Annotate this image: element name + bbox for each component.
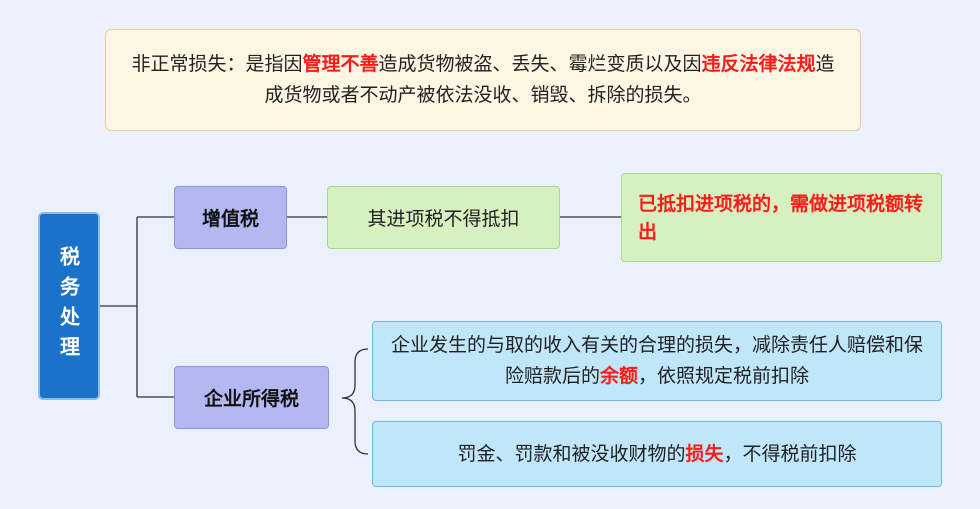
vat-node: 增值税 [174, 186, 287, 249]
cit-item-nondeductible: 罚金、罚款和被没收财物的损失，不得税前扣除 [372, 421, 942, 487]
definition-text: 非正常损失：是指因管理不善造成货物被盗、丢失、霉烂变质以及因违反法律法规造成货物… [124, 49, 842, 111]
root-node-tax-treatment: 税务处理 [38, 212, 100, 400]
cit-item1-post: ，依照规定税前扣除 [638, 365, 810, 387]
definition-text-part1: 非正常损失：是指因 [131, 53, 303, 75]
cit-item2-post: ，不得税前扣除 [723, 442, 857, 465]
cit-item-deductible: 企业发生的与取的收入有关的合理的损失，减除责任人赔偿和保险赔款后的余额，依照规定… [372, 321, 942, 401]
cit-node-label: 企业所得税 [203, 388, 299, 410]
cit-item1-highlight: 余额 [599, 365, 638, 387]
vat-note-text: 已抵扣进项税的，需做进项税额转出 [638, 192, 924, 243]
cit-item1-pre: 企业发生的与取的收入有关的合理的损失，减除责任人赔偿和保险赔款后的 [390, 334, 923, 387]
vat-note-node: 已抵扣进项税的，需做进项税额转出 [621, 173, 942, 262]
vat-node-label: 增值税 [201, 208, 259, 230]
vat-rule-node: 其进项税不得抵扣 [327, 186, 560, 249]
cit-item2-pre: 罚金、罚款和被没收财物的 [457, 442, 686, 465]
vat-rule-text: 其进项税不得抵扣 [367, 208, 520, 230]
cit-item1-text: 企业发生的与取的收入有关的合理的损失，减除责任人赔偿和保险赔款后的余额，依照规定… [385, 330, 929, 392]
definition-text-part2: 造成货物被盗、丢失、霉烂变质以及因 [378, 53, 702, 75]
definition-highlight-law: 违反法律法规 [701, 53, 816, 75]
root-node-label: 税务处理 [56, 246, 81, 366]
cit-node: 企业所得税 [174, 366, 329, 429]
cit-item2-text: 罚金、罚款和被没收财物的损失，不得税前扣除 [457, 439, 856, 470]
definition-box: 非正常损失：是指因管理不善造成货物被盗、丢失、霉烂变质以及因违反法律法规造成货物… [105, 29, 861, 131]
cit-item2-highlight: 损失 [685, 442, 724, 465]
root-to-branches-line [100, 216, 174, 398]
definition-highlight-management: 管理不善 [302, 53, 379, 75]
cit-brace [341, 348, 369, 455]
definition-text-part3: 造成货物或者不动产被依法没收、销毁、拆除的损失。 [264, 53, 835, 106]
